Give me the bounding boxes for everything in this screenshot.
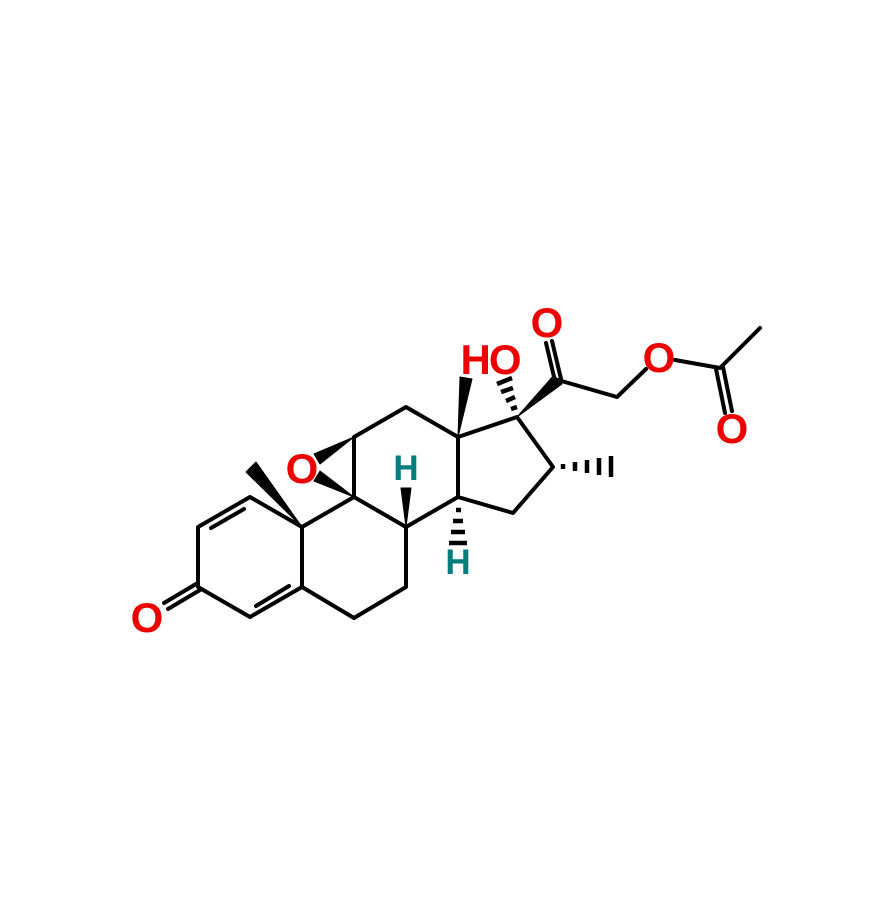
hash-dash <box>510 404 518 412</box>
c20-ketone-double-line1 <box>550 339 563 381</box>
wedge-epoxide-c11-o <box>313 436 355 465</box>
hydroxyl-label: HO <box>461 336 520 383</box>
wedge-bonds <box>245 374 563 528</box>
hash-bond-c17-hydroxyl <box>496 375 518 412</box>
c3-ketone-double-line1 <box>166 588 202 611</box>
c20-ketone-double-line2 <box>544 341 557 383</box>
acetyl-carbonyl-double-line2 <box>714 367 727 415</box>
c20-ketone-oxygen-label: O <box>531 299 564 346</box>
wedge-c10-methyl <box>245 461 303 528</box>
double-bond-c4-c5-inner <box>254 584 291 608</box>
stereo-hydrogen-label-c14: H <box>445 543 470 582</box>
ring-c-bonds <box>352 405 460 529</box>
wedge-c13-methyl <box>457 376 473 438</box>
ring-d-bonds <box>456 415 555 515</box>
ring-b-bonds <box>300 495 408 620</box>
ester-oxygen-label: O <box>643 334 676 381</box>
stereo-hydrogen-label-c8: H <box>393 449 418 488</box>
hash-dash <box>505 394 516 404</box>
c3-ketone-double-line2 <box>162 582 198 605</box>
hash-dash <box>500 385 514 395</box>
double-bond-c1-c2-inner <box>209 507 246 530</box>
hash-dash <box>496 375 513 387</box>
acetyl-carbonyl-double-line1 <box>721 365 734 413</box>
ring-a-bonds <box>196 495 304 619</box>
wedge-c8-hydrogen <box>400 487 412 528</box>
hash-bond-c14-hydrogen <box>449 507 467 546</box>
c20-c21-ester-bond <box>556 367 648 399</box>
wedge-c17-c20 <box>516 374 563 418</box>
a-ring-ketone-oxygen-label: O <box>131 594 164 641</box>
epoxide-oxygen-label: O <box>286 445 319 492</box>
atom-labels: O O HO O O O H H <box>131 299 749 641</box>
acetyl-group-bonds <box>673 326 762 370</box>
hash-bond-c16-methyl <box>560 456 614 477</box>
acetyl-carbonyl-oxygen-label: O <box>716 405 749 452</box>
wedge-epoxide-c9-o <box>313 470 355 498</box>
double-bonds <box>162 339 734 611</box>
